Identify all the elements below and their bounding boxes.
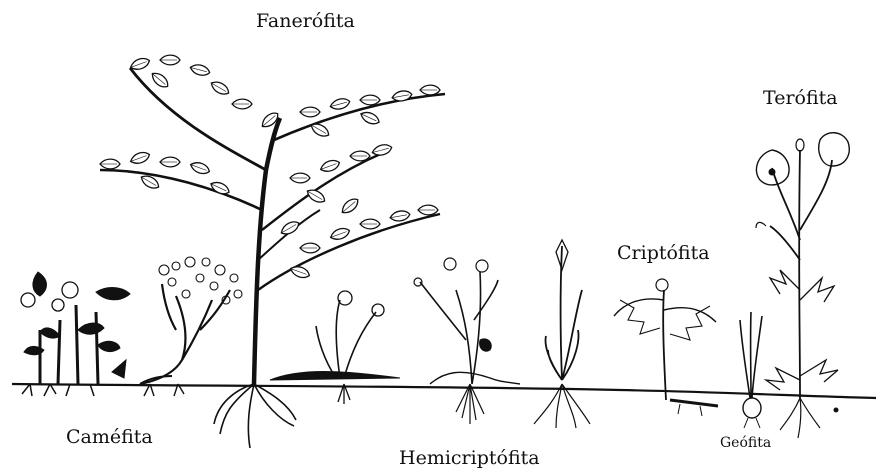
- hemicriptofita-grass: [534, 240, 590, 428]
- label-hemicriptofita: Hemicriptófita: [399, 449, 540, 468]
- camefita-shrub: [140, 257, 242, 396]
- label-fanerofita: Fanerófita: [256, 12, 355, 31]
- ground-line: [12, 384, 876, 398]
- label-geofita: Geófita: [720, 436, 771, 450]
- hemicriptofita-buttercup: [414, 258, 520, 424]
- terofita-poppy: [756, 133, 849, 438]
- camefita-plant: [21, 272, 130, 396]
- geofita-plant: [740, 312, 762, 428]
- label-camefita: Caméfita: [66, 428, 153, 447]
- label-criptofita: Criptófita: [617, 244, 710, 263]
- criptofita-plant: [614, 279, 718, 416]
- label-terofita: Terófita: [763, 89, 838, 108]
